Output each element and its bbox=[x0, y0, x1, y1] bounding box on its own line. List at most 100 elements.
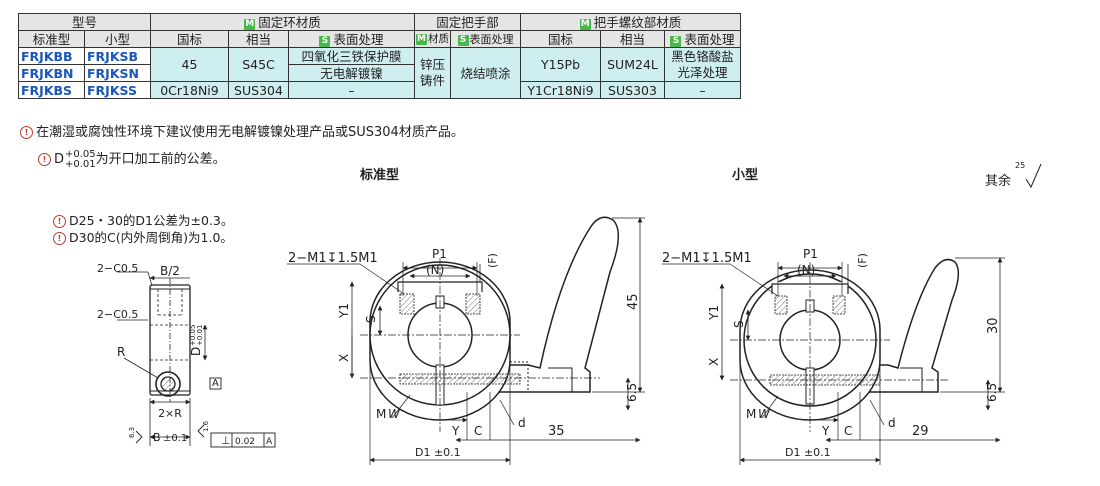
part-number[interactable]: FRJKSN bbox=[84, 64, 151, 82]
dim-n-small: (N) bbox=[797, 263, 815, 277]
table-row: FRJKBS FRJKSS 0Cr18Ni9 SUS304 – Y1Cr18Ni… bbox=[18, 81, 741, 99]
cell-surface-3: 黑色铬酸盐 光泽处理 bbox=[664, 47, 741, 82]
dim-d-small: d bbox=[518, 416, 526, 430]
dim-length: 35 bbox=[548, 424, 565, 439]
th-model: 型号 bbox=[18, 13, 151, 31]
dim-thread-small: 2−M1↧1.5M1 bbox=[662, 251, 752, 266]
dim-d1-small: D1 ±0.1 bbox=[785, 446, 831, 459]
dim-m: M bbox=[376, 407, 386, 421]
dim-thread: 2−M1↧1.5M1 bbox=[288, 251, 378, 266]
cell-gb: 0Cr18Ni9 bbox=[150, 81, 229, 99]
th-gb-2: 国标 bbox=[520, 30, 601, 48]
label-small: 小型 bbox=[732, 168, 759, 183]
dim-d: D bbox=[189, 347, 203, 356]
dim-height: 45 bbox=[626, 293, 641, 310]
dim-b2: B/2 bbox=[160, 264, 180, 278]
cell-gb-2: Y1Cr18Ni9 bbox=[520, 81, 601, 99]
table-row: FRJKBB FRJKSB 45 S45C 四氧化三铁保护膜 锌压 铸件 烧结喷… bbox=[18, 47, 741, 99]
roughness-16: 1.6 bbox=[202, 420, 210, 432]
dim-p1: P1 bbox=[432, 247, 447, 261]
cell-material: 锌压 铸件 bbox=[414, 47, 451, 99]
dim-y: Y bbox=[451, 424, 460, 438]
part-number[interactable]: FRJKSB bbox=[84, 47, 151, 65]
part-number[interactable]: FRJKSS bbox=[84, 81, 151, 99]
dim-f-small: (F) bbox=[856, 253, 869, 268]
note-chamfer: !D30的C(内外周倒角)为1.0。 bbox=[53, 227, 233, 246]
dim-b: B bbox=[153, 431, 161, 444]
cell-surface: – bbox=[288, 81, 415, 99]
roughness-symbol-icon bbox=[1025, 163, 1042, 189]
dim-d-tol-lower: +0.01 bbox=[196, 325, 204, 346]
lever-handle-small bbox=[887, 258, 960, 393]
note-marker-icon: ! bbox=[53, 232, 66, 245]
side-view bbox=[117, 271, 276, 448]
perp-symbol-icon: ⊥ bbox=[221, 434, 231, 447]
dim-y-small: Y bbox=[821, 424, 830, 438]
dim-y1: Y1 bbox=[337, 303, 351, 319]
surface-s-icon: S bbox=[457, 34, 469, 46]
part-number[interactable]: FRJKBS bbox=[18, 81, 85, 99]
dim-s: S bbox=[364, 315, 378, 323]
part-number[interactable]: FRJKBN bbox=[18, 64, 85, 82]
dim-w-small: W bbox=[758, 407, 771, 421]
th-eq: 相当 bbox=[228, 30, 289, 48]
cell-surface-3: – bbox=[664, 81, 741, 99]
dim-f: (F) bbox=[486, 253, 499, 268]
dim-s-small: S bbox=[732, 320, 746, 328]
small-front-view bbox=[662, 257, 1005, 465]
cell-gb: 45 bbox=[150, 47, 229, 82]
dim-n: (N) bbox=[426, 263, 444, 277]
dim-offset-small: 6.5 bbox=[985, 383, 999, 402]
ring-side-body bbox=[149, 284, 191, 396]
dim-length-small: 29 bbox=[912, 424, 929, 439]
lever-handle bbox=[527, 216, 619, 393]
dim-x: X bbox=[337, 354, 351, 362]
surface-s-icon: S bbox=[670, 35, 682, 47]
dim-p1-small: P1 bbox=[803, 247, 818, 261]
side-view-labels: 2−C0.5 B/2 2−C0.5 R A 2×R B ±0.1 ⊥ 0.02 … bbox=[97, 262, 273, 447]
note-marker-icon: ! bbox=[20, 126, 33, 139]
dim-w: W bbox=[388, 407, 401, 421]
th-gb: 国标 bbox=[150, 30, 229, 48]
th-eq-2: 相当 bbox=[600, 30, 665, 48]
th-small: 小型 bbox=[84, 30, 151, 48]
label-rest: 其余 bbox=[985, 174, 1012, 189]
cell-eq-2: SUM24L bbox=[600, 47, 665, 82]
note-corrosion: !在潮湿或腐蚀性环境下建议使用无电解镀镍处理产品或SUS304材质产品。 bbox=[20, 121, 464, 140]
dim-m-small: M bbox=[746, 407, 756, 421]
roughness-63: 6.3 bbox=[128, 427, 136, 438]
perp-datum: A bbox=[266, 437, 273, 447]
cell-gb-2: Y15Pb bbox=[520, 47, 601, 82]
dim-y1-small: Y1 bbox=[707, 305, 721, 321]
material-m-icon: M bbox=[416, 33, 427, 45]
dim-c05-top: 2−C0.5 bbox=[97, 262, 138, 275]
label-rest-value: 25 bbox=[1015, 161, 1026, 170]
material-m-icon: M bbox=[579, 18, 591, 30]
dim-b-tol: ±0.1 bbox=[163, 433, 187, 444]
perp-tolerance: 0.02 bbox=[235, 437, 255, 447]
dim-d1: D1 ±0.1 bbox=[415, 446, 461, 459]
dim-r: R bbox=[117, 345, 125, 359]
cell-eq: SUS304 bbox=[228, 81, 289, 99]
note-d1: !D25・30的D1公差为±0.3。 bbox=[53, 210, 233, 229]
small-front-view-labels: 2−M1↧1.5M1 P1 (N) (F) Y1 S X 30 6.5 M W … bbox=[662, 247, 1001, 459]
cell-surface: 四氧化三铁保护膜 bbox=[288, 47, 415, 65]
note-marker-icon: ! bbox=[38, 153, 51, 166]
material-m-icon: M bbox=[244, 18, 256, 30]
label-standard: 标准型 bbox=[360, 168, 400, 183]
dim-c-small: C bbox=[844, 424, 852, 438]
dim-c05-bottom: 2−C0.5 bbox=[97, 308, 138, 321]
dim-height-small: 30 bbox=[986, 317, 1001, 334]
standard-front-view-labels: 2−M1↧1.5M1 P1 (N) (F) Y1 S X 45 6.5 M W … bbox=[288, 247, 641, 459]
dim-x-small: X bbox=[707, 358, 721, 366]
note-marker-icon: ! bbox=[53, 215, 66, 228]
surface-s-icon: S bbox=[319, 35, 331, 47]
